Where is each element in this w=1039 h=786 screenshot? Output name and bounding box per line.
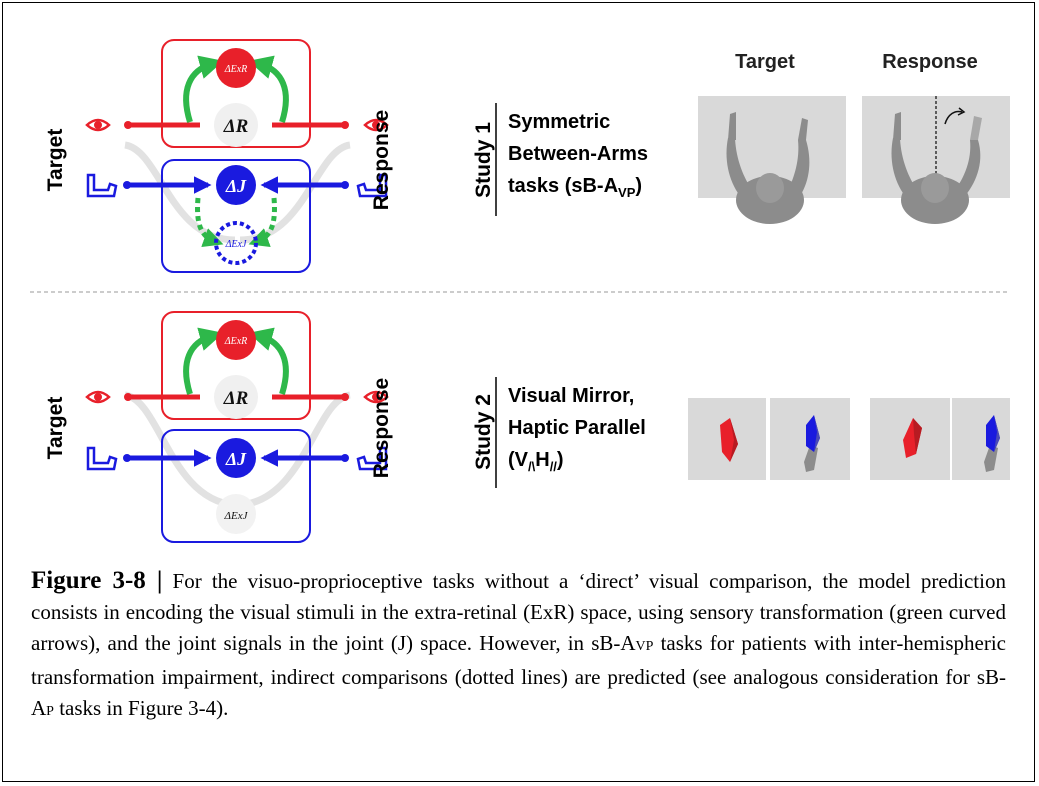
study-2-label: Study 2 [472,394,495,470]
response-side-label: Response [370,378,393,478]
task-line-3: (V/\H//) [508,449,564,474]
response-side-label: Response [370,110,393,210]
eye-icon [85,390,111,404]
delta-r-circle [214,375,258,419]
response-haptic-image [952,398,1010,480]
svg-text:ΔR: ΔR [223,116,249,137]
model-diagram-study1: Target Response ΔExR ΔR ΔJ ΔExJ [44,39,393,273]
target-side-label: Target [44,397,67,460]
arm-icon [356,173,388,198]
study-1-label: Study 1 [472,122,495,198]
column-target-label: Target [735,51,795,73]
response-visual-image [870,398,950,480]
eye-icon [85,118,111,132]
task-line-2: Haptic Parallel [508,417,646,439]
target-haptic-image [770,398,850,480]
eye-icon [363,390,389,404]
task-line-1: Visual Mirror, [508,385,634,407]
target-side-label: Target [44,129,67,192]
delta-r-circle [214,103,258,147]
task-line-1: Symmetric [508,111,610,133]
arm-icon [356,446,388,471]
task-line-3: tasks (sB-AVP) [508,175,642,200]
svg-text:ΔExJ: ΔExJ [225,239,247,250]
target-scene-image [698,96,846,224]
svg-text:ΔR: ΔR [223,388,249,409]
svg-text:ΔJ: ΔJ [225,449,247,469]
eye-icon [363,118,389,132]
joint-box [161,429,311,543]
target-visual-image [688,398,766,480]
task-line-2: Between-Arms [508,143,648,165]
delta-exr-circle [216,48,256,88]
model-diagram-study2: Target Response ΔExR ΔR ΔJ ΔExJ [44,311,393,543]
delta-exj-circle [214,221,258,265]
joint-box [161,159,311,273]
delta-j-circle [216,165,256,205]
svg-text:ΔJ: ΔJ [225,176,247,196]
delta-j-circle [216,438,256,478]
response-scene-image [862,96,1010,224]
svg-text:ΔExJ: ΔExJ [224,510,249,522]
figure-label: Figure 3-8 | [31,567,163,594]
figure-caption: Figure 3-8 | For the visuo-proprioceptiv… [31,567,1006,720]
delta-exr-circle [216,320,256,360]
svg-text:ΔExR: ΔExR [224,64,248,75]
svg-text:ΔExR: ΔExR [224,336,248,347]
arm-icon [86,173,118,198]
arm-icon [86,446,118,471]
column-response-label: Response [882,51,978,73]
